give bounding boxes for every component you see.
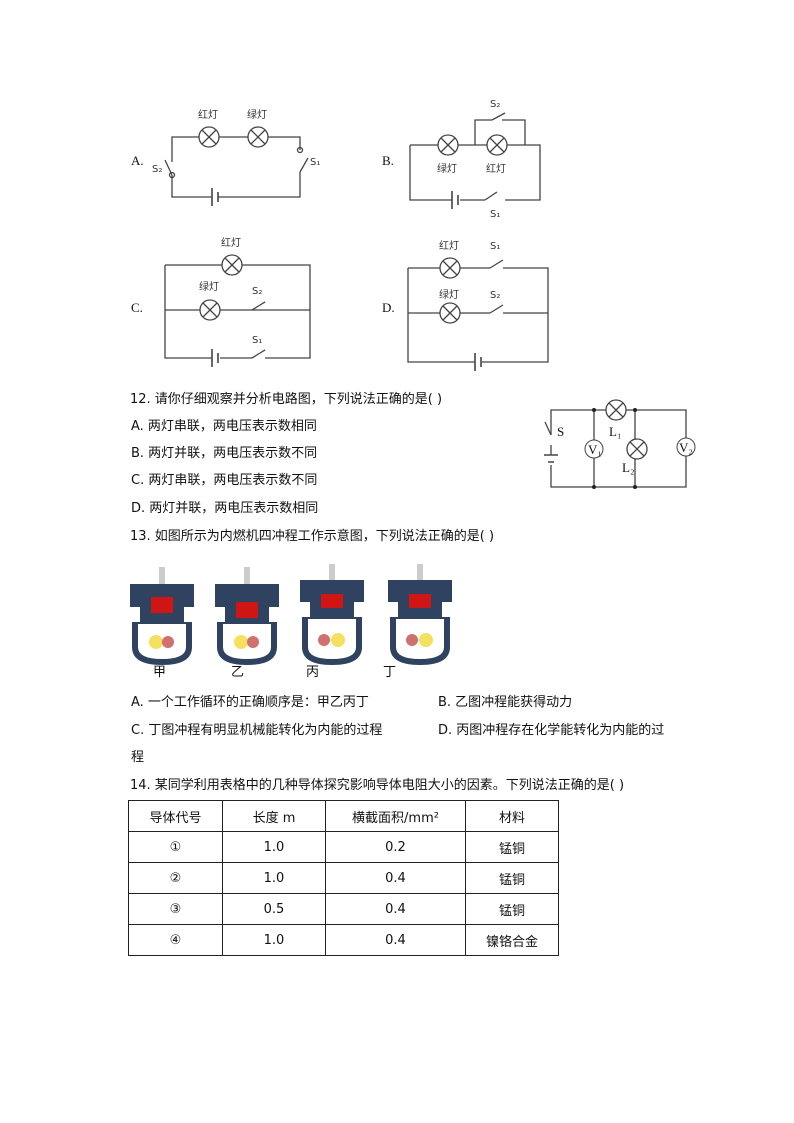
q13-option-b: B. 乙图冲程能获得动力 (438, 695, 573, 710)
engine-label: 丁 (383, 665, 397, 680)
svg-text:V₁: V₁ (588, 442, 602, 457)
q12-option-c: C. 两灯串联，两电压表示数不同 (131, 473, 318, 488)
svg-text:绿灯: 绿灯 (439, 288, 459, 301)
q14-stem: 14. 某同学利用表格中的几种导体探究影响导体电阻大小的因素。下列说法正确的是(… (130, 778, 625, 793)
svg-text:L₁: L₁ (609, 424, 621, 439)
q12-option-b: B. 两灯并联，两电压表示数不同 (131, 446, 318, 461)
svg-text:S₂: S₂ (490, 290, 500, 301)
engine-diagrams (130, 564, 452, 665)
q13-option-c: C. 丁图冲程有明显机械能转化为内能的过程 (131, 723, 383, 738)
q13-option-a: A. 一个工作循环的正确顺序是：甲乙丙丁 (131, 695, 369, 710)
svg-text:B.: B. (382, 153, 394, 168)
svg-text:红灯: 红灯 (221, 236, 241, 249)
q12-stem: 12. 请你仔细观察并分析电路图，下列说法正确的是( ) (130, 392, 443, 407)
engine-label: 乙 (231, 665, 245, 680)
q12-option-a: A. 两灯串联，两电压表示数相同 (131, 419, 317, 434)
svg-text:C.: C. (131, 300, 143, 315)
svg-text:红灯: 红灯 (486, 162, 506, 175)
svg-text:A.: A. (131, 153, 144, 168)
circuit-b: 绿灯 红灯 S₂ S₁ (409, 99, 541, 220)
circuit-a: 红灯 绿灯 S₂ S₁ (152, 108, 320, 207)
svg-text:S₂: S₂ (490, 99, 500, 110)
svg-text:红灯: 红灯 (439, 239, 459, 252)
svg-text:绿灯: 绿灯 (437, 162, 457, 175)
svg-text:L₂: L₂ (622, 460, 634, 475)
svg-text:S₁: S₁ (490, 241, 500, 252)
svg-text:S₁: S₁ (490, 209, 500, 220)
svg-text:S₂: S₂ (252, 286, 262, 297)
svg-text:S: S (557, 424, 564, 439)
svg-text:V₂: V₂ (679, 440, 693, 455)
svg-text:绿灯: 绿灯 (247, 108, 267, 121)
svg-text:红灯: 红灯 (198, 108, 218, 121)
svg-text:S₂: S₂ (152, 164, 162, 175)
svg-text:绿灯: 绿灯 (199, 280, 219, 293)
svg-text:D.: D. (382, 300, 395, 315)
q12-option-d: D. 两灯并联，两电压表示数相同 (131, 501, 319, 516)
q13-option-d: D. 丙图冲程存在化学能转化为内能的过 (438, 723, 665, 738)
engine-label: 甲 (153, 665, 167, 680)
circuit-q12: V₁ V₂ S L₁ L₂ (544, 399, 696, 489)
q13-stem: 13. 如图所示为内燃机四冲程工作示意图，下列说法正确的是( ) (130, 529, 495, 544)
svg-text:S₁: S₁ (252, 335, 262, 346)
svg-text:S₁: S₁ (310, 157, 320, 168)
circuit-diagrams: 红灯绿灯 S₂S₁ 绿灯红灯 S₂S₁ 红灯绿灯 S₂S₁ 红灯绿灯 S₁S₂ … (130, 99, 696, 665)
engine-label: 丙 (306, 665, 320, 680)
q13-option-d-wrap: 程 (131, 750, 145, 765)
